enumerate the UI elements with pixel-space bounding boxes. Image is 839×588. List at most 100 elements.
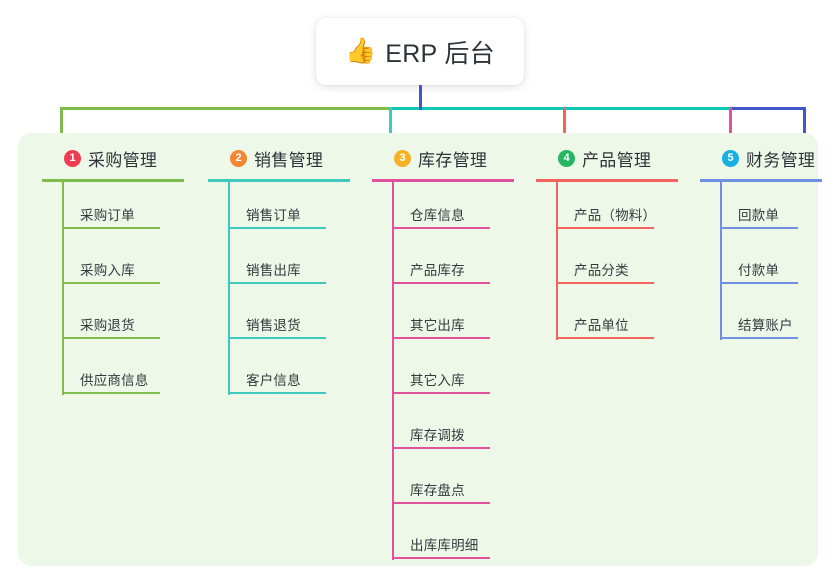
menu-item-rule: [556, 227, 654, 229]
column-header-rule: [42, 179, 184, 182]
connector-bar-seg-1: [60, 107, 391, 110]
menu-item-label: 产品库存: [410, 263, 465, 278]
column-items: 采购订单采购入库采购退货供应商信息: [42, 182, 202, 402]
menu-item-label: 结算账户: [738, 318, 793, 333]
menu-item-rule: [62, 282, 160, 284]
column-产品管理: 4 产品管理产品（物料） 产品分类产品单位: [536, 143, 696, 347]
menu-item-rule: [228, 392, 326, 394]
menu-item[interactable]: 销售出库: [208, 237, 368, 292]
menu-item-rule: [392, 557, 490, 559]
menu-item-label: 出库库明细: [410, 538, 479, 553]
menu-item[interactable]: 产品分类: [536, 237, 696, 292]
menu-item-label: 库存盘点: [410, 483, 465, 498]
menu-item[interactable]: 采购入库: [42, 237, 202, 292]
column-title: 产品管理: [582, 150, 652, 170]
menu-item-rule: [556, 282, 654, 284]
menu-item-label: 库存调拨: [410, 428, 465, 443]
page-title: ERP 后台: [385, 39, 495, 68]
connector-drop-3: [729, 107, 732, 147]
connector-trunk-top: [419, 85, 422, 108]
connector-drop-2: [389, 107, 392, 147]
column-spine: [556, 182, 558, 340]
menu-item-rule: [392, 227, 490, 229]
menu-item-label: 销售退货: [246, 318, 301, 333]
menu-item[interactable]: 采购退货: [42, 292, 202, 347]
column-header-rule: [700, 179, 822, 182]
menu-item-rule: [392, 447, 490, 449]
column-items: 产品（物料） 产品分类产品单位: [536, 182, 696, 347]
menu-item-label: 产品（物料）: [574, 208, 657, 223]
menu-item-label: 其它出库: [410, 318, 465, 333]
menu-item[interactable]: 产品（物料）: [536, 182, 696, 237]
column-index-badge: 1: [64, 149, 81, 167]
menu-item[interactable]: 客户信息: [208, 347, 368, 402]
column-title: 财务管理: [746, 150, 816, 170]
column-spine: [720, 182, 722, 340]
diagram-panel: [18, 133, 818, 566]
menu-item[interactable]: 产品库存: [372, 237, 532, 292]
menu-item-label: 仓库信息: [410, 208, 465, 223]
menu-item[interactable]: 其它入库: [372, 347, 532, 402]
menu-item-rule: [228, 227, 326, 229]
menu-item[interactable]: 供应商信息: [42, 347, 202, 402]
menu-item[interactable]: 库存盘点: [372, 457, 532, 512]
menu-item[interactable]: 库存调拨: [372, 402, 532, 457]
menu-item-label: 产品单位: [574, 318, 629, 333]
column-spine: [392, 182, 394, 560]
menu-item-rule: [392, 392, 490, 394]
menu-item[interactable]: 其它出库: [372, 292, 532, 347]
column-index-badge: 4: [558, 149, 575, 167]
menu-item-label: 付款单: [738, 263, 780, 278]
connector-drop-5: [803, 107, 806, 147]
column-采购管理: 1 采购管理采购订单采购入库采购退货供应商信息: [42, 143, 202, 402]
menu-item-label: 销售出库: [246, 263, 301, 278]
menu-item[interactable]: 销售退货: [208, 292, 368, 347]
column-title: 销售管理: [254, 150, 324, 170]
column-spine: [228, 182, 230, 395]
menu-item[interactable]: 销售订单: [208, 182, 368, 237]
column-items: 仓库信息产品库存其它出库其它入库库存调拨库存盘点出库库明细: [372, 182, 532, 567]
menu-item-rule: [62, 337, 160, 339]
column-items: 销售订单销售出库销售退货客户信息: [208, 182, 368, 402]
menu-item-label: 产品分类: [574, 263, 629, 278]
column-title: 库存管理: [418, 150, 488, 170]
menu-item-rule: [720, 282, 798, 284]
menu-item-label: 其它入库: [410, 373, 465, 388]
menu-item-label: 客户信息: [246, 373, 301, 388]
menu-item[interactable]: 采购订单: [42, 182, 202, 237]
menu-item[interactable]: 仓库信息: [372, 182, 532, 237]
menu-item-rule: [62, 392, 160, 394]
menu-item[interactable]: 产品单位: [536, 292, 696, 347]
column-header[interactable]: 1 采购管理: [42, 143, 202, 173]
menu-item-rule: [556, 337, 654, 339]
menu-item-label: 销售订单: [246, 208, 301, 223]
column-header-rule: [208, 179, 350, 182]
menu-item-rule: [62, 227, 160, 229]
menu-item-rule: [392, 282, 490, 284]
menu-item[interactable]: 付款单: [700, 237, 839, 292]
column-header-rule: [372, 179, 514, 182]
menu-item-rule: [720, 337, 798, 339]
column-title: 采购管理: [88, 150, 158, 170]
column-header-rule: [536, 179, 678, 182]
column-header[interactable]: 4 产品管理: [536, 143, 696, 173]
thumbs-up-icon: 👍: [345, 37, 377, 65]
connector-drop-1: [60, 107, 63, 147]
menu-item-rule: [228, 282, 326, 284]
menu-item[interactable]: 出库库明细: [372, 512, 532, 567]
connector-drop-4: [563, 107, 566, 147]
column-items: 回款单付款单结算账户: [700, 182, 839, 347]
menu-item-rule: [392, 337, 490, 339]
menu-item[interactable]: 结算账户: [700, 292, 839, 347]
root-node-card[interactable]: 👍 ERP 后台: [316, 18, 524, 85]
menu-item[interactable]: 回款单: [700, 182, 839, 237]
menu-item-rule: [720, 227, 798, 229]
connector-bar-seg-2b: [389, 107, 731, 110]
connector-bar-seg-4: [730, 107, 806, 110]
